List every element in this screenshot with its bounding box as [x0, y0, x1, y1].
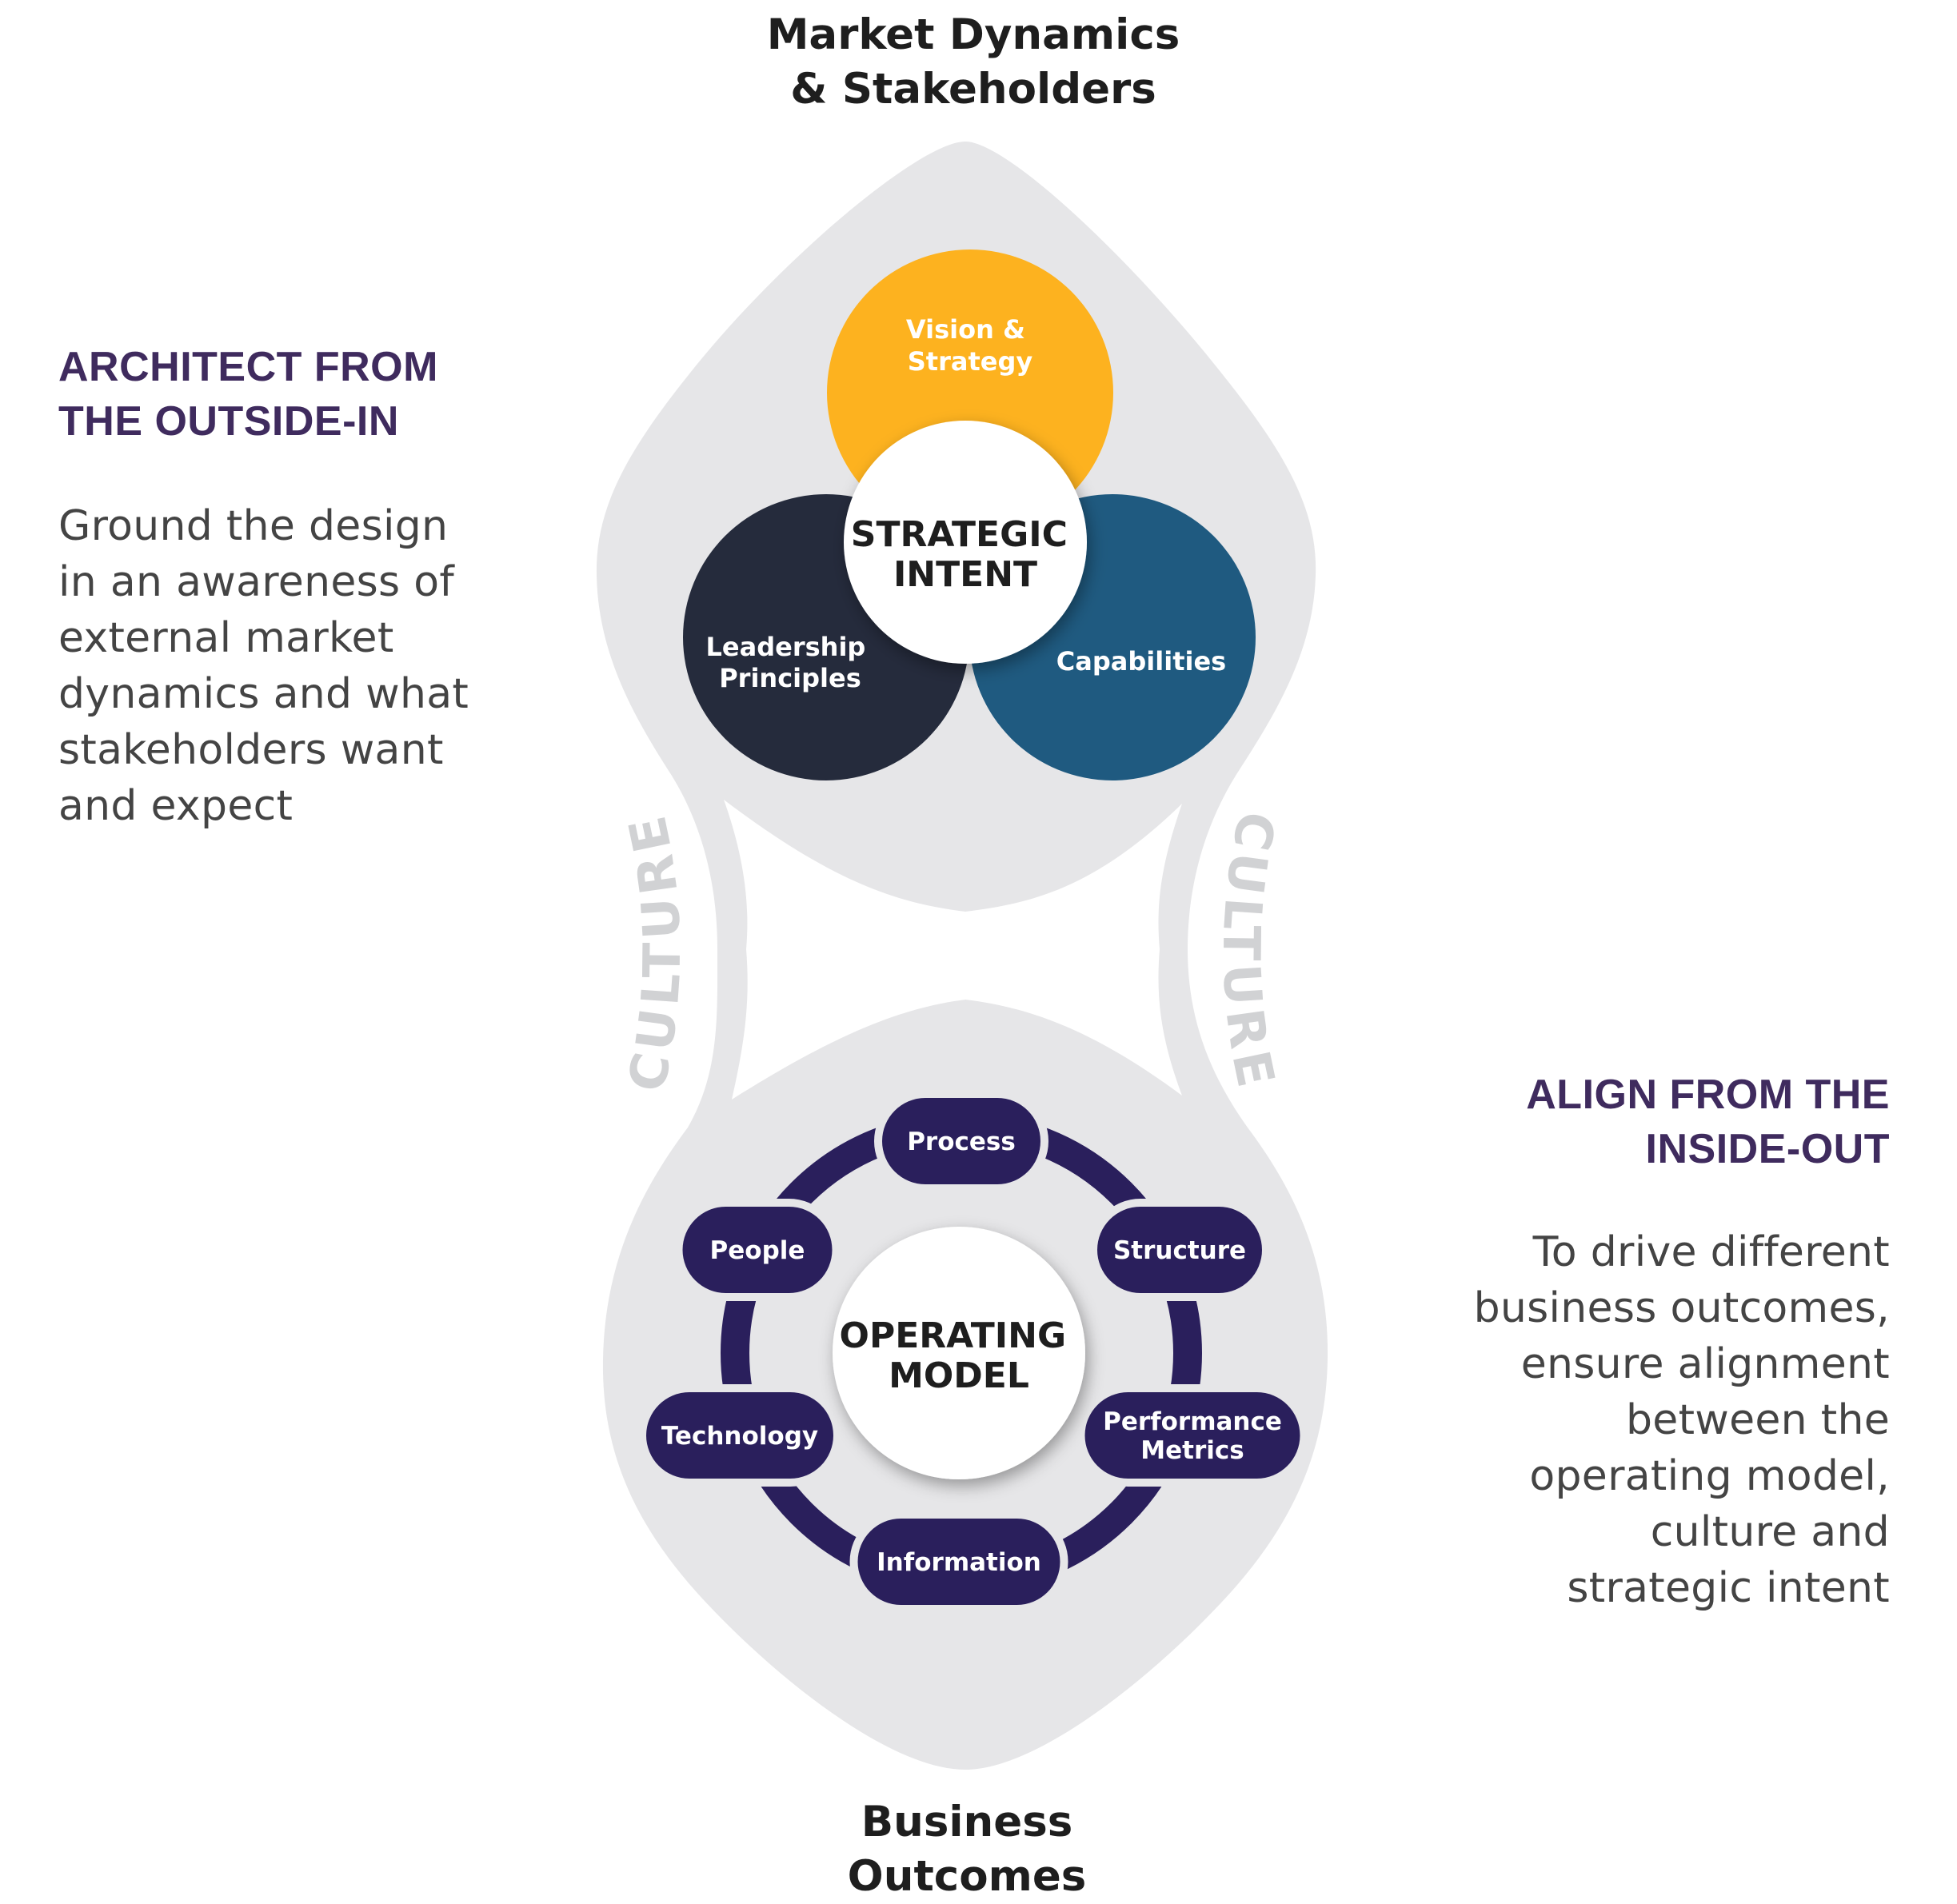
process-node[interactable]	[882, 1098, 1040, 1184]
people-node[interactable]	[682, 1207, 833, 1293]
body-line: culture and	[1650, 1508, 1890, 1556]
heading-line: ARCHITECT FROM	[58, 344, 438, 390]
strategic-intent-group: Vision & Strategy Leadership Principles …	[683, 249, 1256, 780]
body-line: strategic intent	[1567, 1564, 1890, 1612]
capabilities-label: Capabilities	[1056, 646, 1226, 677]
title-line: & Stakeholders	[790, 65, 1156, 114]
information-label: Information	[877, 1548, 1041, 1577]
heading-line: THE OUTSIDE-IN	[58, 398, 399, 445]
people-label: People	[710, 1236, 805, 1265]
title-line: Business	[861, 1798, 1073, 1846]
body-line: dynamics and what	[58, 670, 469, 718]
process-label: Process	[907, 1128, 1016, 1156]
operating-model-center-circle[interactable]	[833, 1227, 1085, 1479]
waist-cutout	[724, 800, 1182, 1100]
outside-in-panel: ARCHITECT FROM THE OUTSIDE-IN Ground the…	[58, 340, 554, 834]
heading-line: INSIDE-OUT	[1645, 1126, 1890, 1172]
operating-model-label: OPERATING MODEL	[840, 1315, 1079, 1396]
body-line: in an awareness of	[58, 558, 454, 606]
technology-label: Technology	[661, 1422, 818, 1451]
outside-in-body: Ground the design in an awareness of ext…	[58, 498, 554, 834]
body-line: To drive different	[1532, 1228, 1890, 1276]
structure-label: Structure	[1113, 1236, 1246, 1265]
body-line: between the	[1625, 1396, 1890, 1444]
body-line: Ground the design	[58, 502, 449, 550]
title-line: Outcomes	[847, 1852, 1087, 1901]
vision-strategy-label: Vision & Strategy	[906, 314, 1034, 377]
inside-out-panel: ALIGN FROM THE INSIDE-OUT To drive diffe…	[1360, 1068, 1890, 1616]
performance-metrics-node[interactable]	[1084, 1392, 1300, 1479]
culture-label-right: CULTURE	[1211, 807, 1286, 1097]
body-line: stakeholders want	[58, 726, 444, 774]
market-dynamics-title: Market Dynamics & Stakeholders	[653, 8, 1293, 117]
business-outcomes-title: Business Outcomes	[647, 1795, 1287, 1904]
body-line: ensure alignment	[1520, 1340, 1890, 1388]
strategic-intent-center-circle[interactable]	[844, 421, 1087, 664]
information-node[interactable]	[857, 1519, 1060, 1605]
body-line: operating model,	[1529, 1452, 1890, 1500]
inside-out-heading: ALIGN FROM THE INSIDE-OUT	[1360, 1068, 1890, 1176]
body-line: external market	[58, 614, 394, 662]
outside-in-heading: ARCHITECT FROM THE OUTSIDE-IN	[58, 340, 554, 449]
body-line: and expect	[58, 782, 294, 830]
body-line: business outcomes,	[1473, 1284, 1890, 1332]
heading-line: ALIGN FROM THE	[1526, 1072, 1890, 1118]
inside-out-body: To drive different business outcomes, en…	[1360, 1224, 1890, 1616]
strategic-intent-label: STRATEGIC INTENT	[851, 514, 1080, 595]
culture-label-left: CULTURE	[617, 806, 693, 1096]
structure-node[interactable]	[1097, 1207, 1262, 1293]
leadership-principles-label: Leadership Principles	[706, 632, 875, 693]
technology-node[interactable]	[646, 1392, 833, 1479]
title-line: Market Dynamics	[766, 10, 1180, 59]
